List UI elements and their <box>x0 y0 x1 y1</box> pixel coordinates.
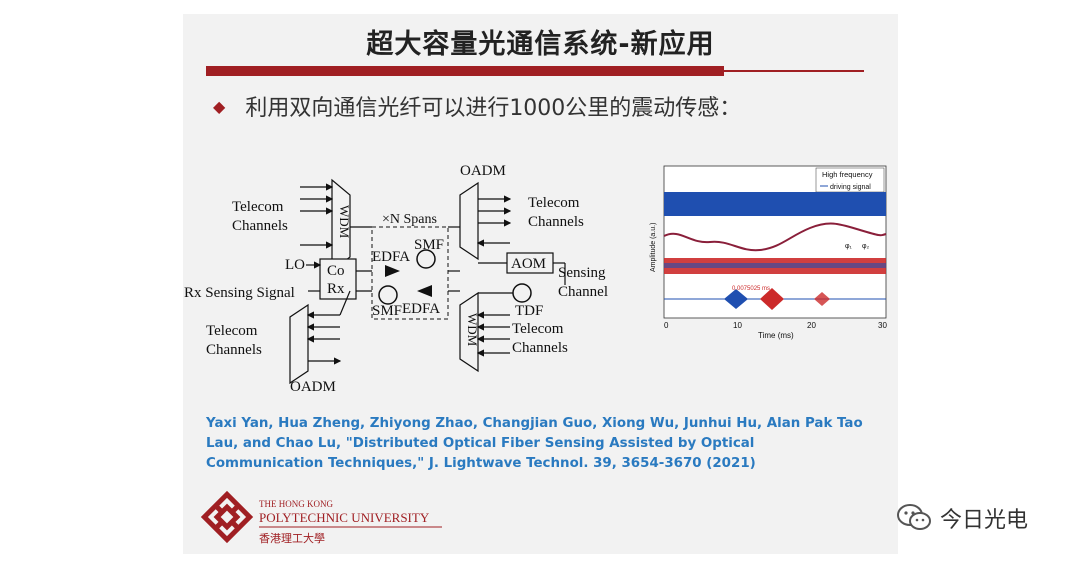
telecom-br-line1: Telecom <box>512 321 564 337</box>
oadm-bottom-label: OADM <box>290 379 336 395</box>
n-spans-box <box>371 226 449 320</box>
n-spans-label: ×N Spans <box>382 212 437 227</box>
bullet-point: ◆ 利用双向通信光纤可以进行1000公里的震动传感： <box>213 90 741 122</box>
aom-label: AOM <box>511 256 546 272</box>
legend-driving: driving signal <box>830 184 871 191</box>
tdf-label: TDF <box>515 303 543 319</box>
smf-bottom-coil-icon <box>378 285 398 305</box>
telecom-tl-line2: Channels <box>232 218 288 234</box>
reference-citation: Yaxi Yan, Hua Zheng, Zhiyong Zhao, Chang… <box>206 416 863 471</box>
demod-trace-blue <box>664 263 886 268</box>
system-diagram: WDM Telecom Channels ×N Spans SMF EDFA E… <box>184 163 608 395</box>
wdm-right-demux <box>459 291 510 373</box>
x-tick-30: 30 <box>878 321 887 330</box>
diamond-bullet-icon: ◆ <box>213 97 226 116</box>
edfa-bottom-label: EDFA <box>402 301 440 317</box>
fiber-links <box>350 226 460 292</box>
smf-top-coil-icon <box>416 249 436 269</box>
legend-phi2: φ₂ <box>862 243 870 250</box>
edfa-top-label: EDFA <box>372 249 410 265</box>
legend-title: High frequency <box>822 170 873 179</box>
waveform-plot: High frequency driving signal φ₁ φ₂ 0.00… <box>650 165 887 340</box>
driving-signal-trace <box>664 192 886 216</box>
rx-sensing-label: Rx Sensing Signal <box>184 285 295 301</box>
phi-trace <box>663 222 887 252</box>
wdm-left-label: WDM <box>337 205 352 239</box>
telecom-br-line2: Channels <box>512 340 568 356</box>
edfa-bottom-amplifier-icon <box>417 285 432 297</box>
smf-top-label: SMF <box>414 237 444 253</box>
legend-phi1: φ₁ <box>845 243 853 250</box>
co-label: Co <box>327 263 345 279</box>
telecom-bl-line1: Telecom <box>206 323 258 339</box>
x-tick-20: 20 <box>807 321 816 330</box>
telecom-tr-line1: Telecom <box>528 195 580 211</box>
oadm-top-label: OADM <box>460 163 506 179</box>
logo-line3: 香港理工大學 <box>259 531 325 545</box>
tdf-coil-icon <box>512 283 532 303</box>
telecom-tl-line1: Telecom <box>232 199 284 215</box>
x-tick-10: 10 <box>733 321 742 330</box>
sensing-line1: Sensing <box>558 265 606 281</box>
oadm-bottom <box>289 290 351 385</box>
wdm-right-label: WDM <box>465 313 480 347</box>
spike-blue-icon <box>724 289 748 309</box>
rx-label: Rx <box>327 281 345 297</box>
legend-box <box>815 167 885 193</box>
slide-title: 超大容量光通信系统-新应用 <box>366 29 715 60</box>
smf-bottom-label: SMF <box>372 303 402 319</box>
polyu-emblem-icon: THE HONG KONG POLYTECHNIC UNIVERSITY 香港理… <box>200 490 442 545</box>
telecom-tr-line2: Channels <box>528 214 584 230</box>
y-axis-label: Amplitude (a.u.) <box>650 223 657 272</box>
watermark-text: 今日光电 <box>940 508 1029 533</box>
logo-line1: THE HONG KONG <box>259 499 333 509</box>
wdm-left-mux <box>300 178 351 273</box>
wechat-watermark: 今日光电 <box>896 502 1028 534</box>
telecom-bl-line2: Channels <box>206 342 262 358</box>
x-axis-label: Time (ms) <box>758 331 794 340</box>
sensing-line2: Channel <box>558 284 608 300</box>
time-annotation: 0.0075025 ms <box>732 286 770 292</box>
x-tick-0: 0 <box>664 321 669 330</box>
polyu-logo: THE HONG KONG POLYTECHNIC UNIVERSITY 香港理… <box>197 487 457 547</box>
title-underline-thin <box>724 70 864 72</box>
wechat-icon <box>897 504 931 530</box>
lo-label: LO <box>285 257 305 273</box>
spike-red-icon <box>760 288 784 310</box>
logo-line2: POLYTECHNIC UNIVERSITY <box>259 510 430 525</box>
title-underline-bar <box>206 66 724 76</box>
bullet-text: 利用双向通信光纤可以进行1000公里的震动传感： <box>245 96 742 121</box>
edfa-top-amplifier-icon <box>385 265 400 277</box>
oadm-top <box>459 181 512 261</box>
